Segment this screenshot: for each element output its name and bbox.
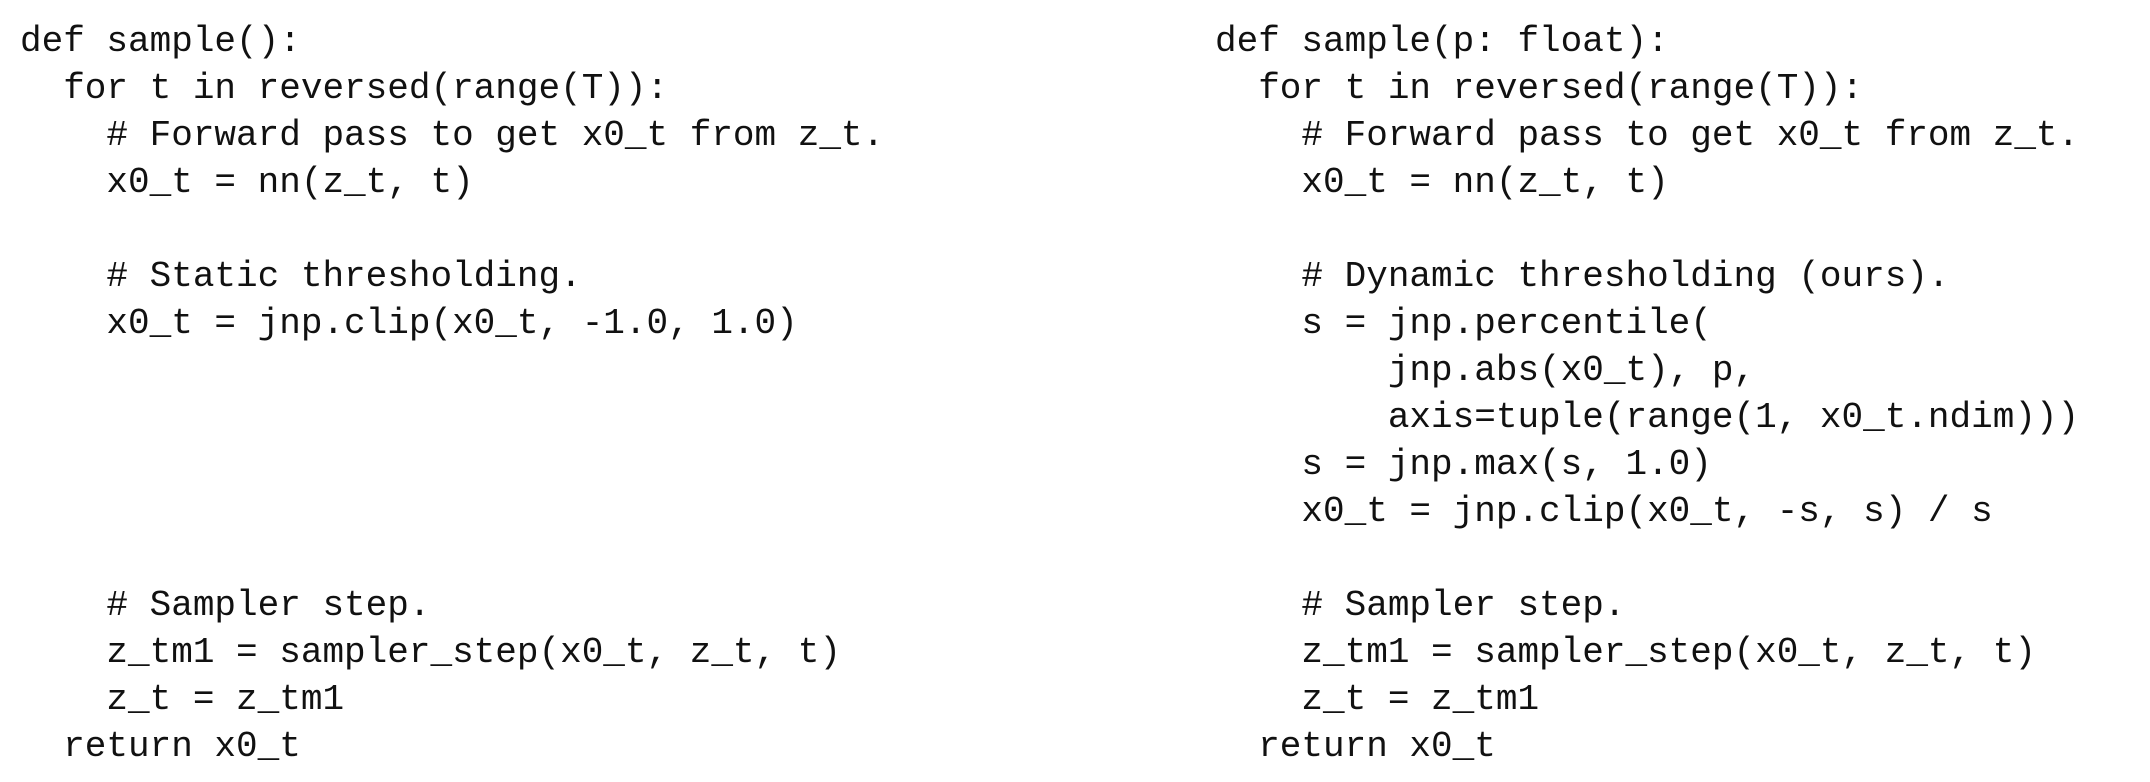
code-line: # Static thresholding. [20,256,582,297]
code-line: x0_t = nn(z_t, t) [20,162,474,203]
code-block-dynamic-thresholding: def sample(p: float): for t in reversed(… [1215,18,2079,770]
code-line: def sample(p: float): [1215,21,1669,62]
code-line: x0_t = jnp.clip(x0_t, -1.0, 1.0) [20,303,798,344]
code-line [20,441,884,488]
code-line: for t in reversed(range(T)): [20,68,669,109]
code-line [20,394,884,441]
code-line: s = jnp.max(s, 1.0) [1215,444,1712,485]
code-line: jnp.abs(x0_t), p, [1215,350,1756,391]
code-line: # Forward pass to get x0_t from z_t. [1215,115,2080,156]
code-line: return x0_t [20,726,301,767]
code-line [1215,206,2079,253]
code-line [20,535,884,582]
code-line: for t in reversed(range(T)): [1215,68,1864,109]
code-line: x0_t = nn(z_t, t) [1215,162,1669,203]
code-line: # Dynamic thresholding (ours). [1215,256,1950,297]
code-line: # Forward pass to get x0_t from z_t. [20,115,885,156]
code-line: # Sampler step. [20,585,431,626]
code-line [20,206,884,253]
code-line: return x0_t [1215,726,1496,767]
code-line: z_tm1 = sampler_step(x0_t, z_t, t) [20,632,841,673]
code-line: z_t = z_tm1 [20,679,345,720]
code-line [20,347,884,394]
code-line: z_t = z_tm1 [1215,679,1540,720]
code-line: axis=tuple(range(1, x0_t.ndim))) [1215,397,2080,438]
code-line [1215,535,2079,582]
code-line: x0_t = jnp.clip(x0_t, -s, s) / s [1215,491,1993,532]
code-block-static-thresholding: def sample(): for t in reversed(range(T)… [20,18,884,770]
code-line: def sample(): [20,21,301,62]
code-line: # Sampler step. [1215,585,1626,626]
code-line [20,488,884,535]
code-line: s = jnp.percentile( [1215,303,1712,344]
code-line: z_tm1 = sampler_step(x0_t, z_t, t) [1215,632,2036,673]
